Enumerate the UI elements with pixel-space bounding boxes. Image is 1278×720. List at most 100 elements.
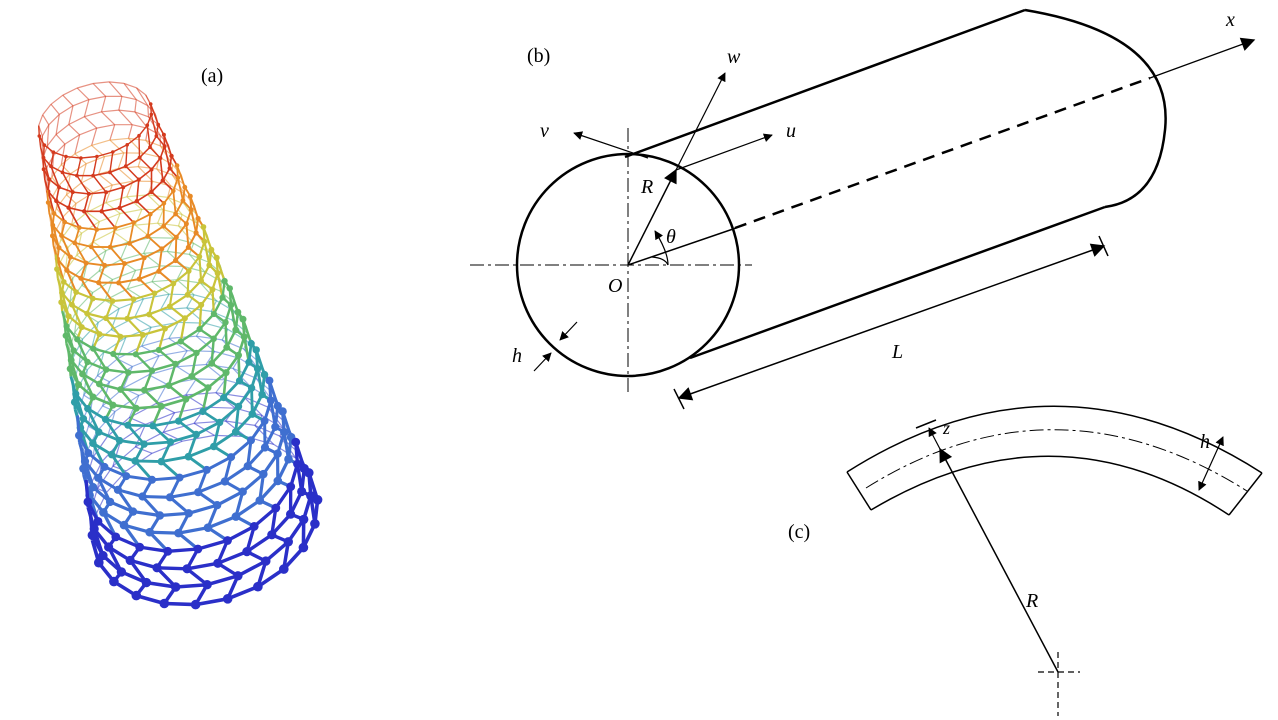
nanotube-bond-172 [71, 211, 88, 226]
nanotube-bond-890 [198, 304, 203, 330]
nanotube-bond-1169 [223, 456, 233, 482]
nanotube-bond-223 [157, 222, 174, 239]
v-direction-arrow [573, 131, 649, 159]
panel-label-a: (a) [201, 65, 223, 87]
nanotube-bond-1006 [99, 382, 121, 391]
nanotube-atom-1281 [174, 528, 183, 538]
nanotube-bond-140 [156, 168, 173, 176]
nanotube-atom-753 [173, 234, 179, 240]
nanotube-atom-1083 [84, 405, 92, 413]
nanotube-atom-939 [110, 350, 117, 357]
nanotube-bond-27 [55, 114, 60, 135]
nanotube-bond-6 [62, 87, 78, 96]
nanotube-bond-412 [214, 350, 240, 359]
nanotube-atom-1020 [239, 315, 247, 323]
z-tick [915, 419, 937, 429]
nanotube-atom-594 [75, 173, 79, 178]
nanotube-atom-636 [47, 177, 52, 182]
nanotube-bond-202 [163, 209, 183, 216]
nanotube-bond-695 [90, 229, 98, 248]
nanotube-atom-1080 [101, 415, 110, 423]
nanotube-atom-1257 [88, 483, 98, 492]
nanotube-bond-1157 [267, 380, 280, 407]
nanotube-atom-987 [234, 308, 242, 316]
nanotube-bond-72 [96, 124, 115, 129]
nanotube-bond-118 [142, 152, 160, 158]
nanotube-bond-428 [148, 366, 178, 376]
nanotube-bond-10 [93, 81, 110, 85]
nanotube-bond-653 [136, 200, 151, 215]
nanotube-bond-347 [160, 309, 179, 323]
nanotube-bond-69 [60, 143, 66, 165]
nanotube-bond-587 [109, 171, 124, 188]
nanotube-bond-800 [97, 281, 114, 302]
nanotube-bond-646 [150, 180, 164, 193]
nanotube-bond-153 [71, 203, 77, 226]
nanotube-bond-539 [150, 114, 158, 137]
nanotube-atom-1218 [113, 485, 122, 494]
nanotube-bond-619 [105, 186, 124, 193]
nanotube-bond-680 [172, 190, 177, 215]
nanotube-atom-999 [188, 373, 196, 380]
nanotube-bond-554 [92, 156, 98, 176]
nanotube-bond-1237 [216, 490, 244, 507]
nanotube-bond-236 [86, 250, 107, 264]
nanotube-atom-1323 [111, 532, 121, 542]
nanotube-bond-37 [134, 99, 137, 112]
nanotube-bond-112 [85, 156, 105, 165]
nanotube-bond-938 [112, 353, 130, 374]
nanotube-bond-1141 [135, 459, 162, 464]
nanotube-atom-1170 [227, 453, 236, 462]
nanotube-bond-282 [135, 265, 161, 271]
nanotube-bond-1165 [230, 439, 252, 459]
nanotube-bond-551 [109, 151, 114, 173]
nanotube-bond-674 [176, 165, 186, 188]
nanotube-atom-786 [185, 244, 191, 250]
nanotube-bond-559 [53, 151, 67, 158]
nanotube-atom-1353 [152, 563, 162, 573]
nanotube-atom-612 [158, 156, 163, 161]
nanotube-atom-975 [103, 366, 110, 373]
nanotube-bond-349 [186, 307, 205, 324]
nanotube-bond-1348 [156, 566, 188, 571]
nanotube-bond-895 [142, 327, 166, 336]
nanotube-atom-825 [170, 280, 177, 287]
nanotube-atom-972 [125, 369, 132, 376]
nanotube-bond-607 [159, 145, 166, 159]
nanotube-atom-1305 [271, 503, 281, 513]
nanotube-bond-575 [155, 135, 166, 147]
nanotube-bond-812 [202, 226, 213, 251]
nanotube-bond-179 [126, 196, 143, 210]
nanotube-bond-390 [196, 335, 223, 341]
nanotube-atom-1347 [213, 558, 223, 568]
nanotube-atom-579 [148, 145, 152, 150]
nanotube-atom-1404 [298, 542, 309, 553]
nanotube-bond-536 [150, 103, 159, 125]
nanotube-atom-1344 [242, 547, 252, 557]
carbon-nanotube-illustration [37, 81, 323, 610]
nanotube-bond-89 [60, 164, 71, 175]
nanotube-bond-590 [92, 175, 107, 193]
nanotube-bond-280 [112, 269, 136, 281]
nanotube-atom-882 [213, 254, 220, 261]
nanotube-atom-1233 [273, 449, 282, 458]
nanotube-bond-512 [163, 422, 195, 433]
nanotube-atom-1059 [245, 358, 253, 366]
nanotube-bond-108 [57, 173, 71, 187]
nanotube-bond-931 [135, 348, 160, 356]
nanotube-bond-868 [86, 312, 107, 320]
nanotube-atom-1107 [166, 438, 175, 446]
nanotube-bond-754 [143, 248, 163, 259]
nanotube-bond-668 [55, 200, 66, 223]
nanotube-bond-406 [132, 355, 160, 368]
nanotube-bond-4 [50, 94, 64, 105]
nanotube-bond-853 [186, 279, 202, 296]
nanotube-bond-656 [119, 207, 135, 224]
nanotube-atom-1161 [266, 396, 275, 405]
nanotube-atom-1290 [99, 508, 108, 517]
nanotube-bond-1033 [160, 397, 187, 408]
nanotube-atom-1089 [252, 346, 260, 354]
nanotube-bond-953 [229, 304, 237, 331]
nanotube-bond-671 [47, 191, 55, 214]
nanotube-atom-1284 [145, 527, 154, 537]
